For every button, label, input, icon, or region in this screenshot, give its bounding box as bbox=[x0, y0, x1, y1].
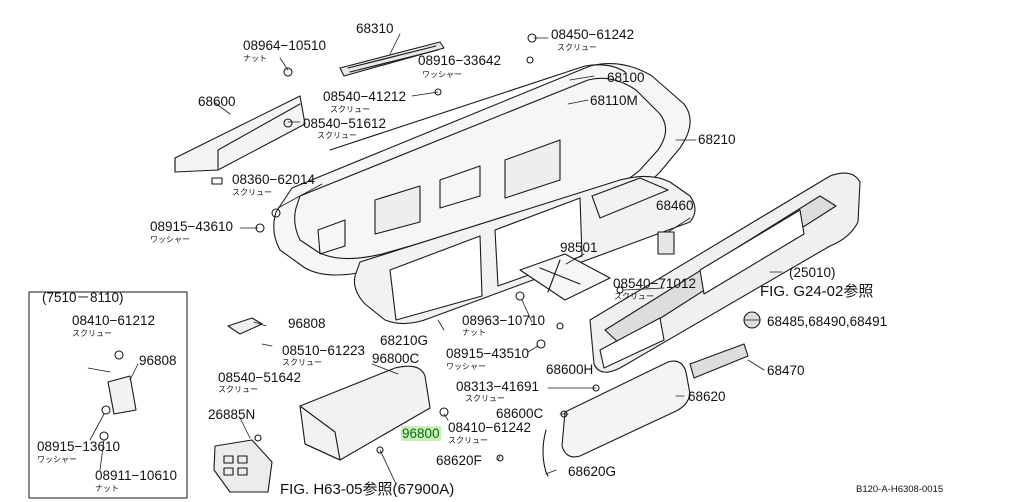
label-68210: 68210 bbox=[698, 132, 736, 147]
label-08410-sub: スクリュー bbox=[448, 436, 488, 445]
label-08313-41691: 08313−41691 bbox=[456, 379, 539, 394]
label-08915b-sub: ワッシャー bbox=[446, 362, 486, 371]
label-08963-10710: 08963−10710 bbox=[462, 313, 545, 328]
label-08450-sub: スクリュー bbox=[557, 43, 597, 52]
label-68460: 68460 bbox=[656, 198, 694, 213]
label-68100: 68100 bbox=[607, 70, 645, 85]
inset-label-96808: 96808 bbox=[139, 353, 177, 368]
inset-label-nut-sub: ナット bbox=[95, 484, 119, 493]
bracket-68600 bbox=[174, 95, 306, 185]
cluster-panel-25010 bbox=[589, 172, 861, 373]
label-08540c-sub: スクリュー bbox=[614, 292, 654, 301]
label-08510-61223: 08510−61223 bbox=[282, 343, 365, 358]
label-fig-g24-02: FIG. G24-02参照 bbox=[760, 283, 874, 300]
defroster-grille-68310 bbox=[339, 41, 445, 77]
inset-screw bbox=[114, 350, 124, 360]
label-08540d-sub: スクリュー bbox=[218, 385, 258, 394]
label-08916-33642: 08916−33642 bbox=[418, 53, 501, 68]
leader-lines bbox=[87, 33, 783, 485]
label-08360-sub: スクリュー bbox=[232, 188, 272, 197]
label-08915a-sub: ワッシャー bbox=[150, 235, 190, 244]
label-68600c: 68600C bbox=[496, 406, 544, 421]
label-08410-61242: 08410−61242 bbox=[448, 420, 531, 435]
label-68110m: 68110M bbox=[590, 93, 638, 108]
label-96800[interactable]: 96800 bbox=[401, 426, 441, 441]
label-96808: 96808 bbox=[288, 316, 326, 331]
inset-washer bbox=[101, 405, 111, 415]
label-08540a-sub: スクリュー bbox=[330, 105, 370, 114]
label-08313-sub: スクリュー bbox=[465, 394, 505, 403]
inset-label-08911-10610: 08911−10610 bbox=[95, 468, 177, 483]
label-08450-61242: 08450−61242 bbox=[551, 27, 634, 42]
ashtray-98501 bbox=[519, 253, 611, 301]
dash-shell-68210 bbox=[273, 63, 691, 276]
label-68485-68490-68491: 68485,68490,68491 bbox=[767, 314, 888, 329]
inset-label-08915-13610: 08915−13610 bbox=[37, 439, 120, 454]
label-68210g: 68210G bbox=[380, 333, 429, 348]
fasteners bbox=[254, 33, 624, 462]
label-08540b-sub: スクリュー bbox=[317, 131, 357, 140]
label-08915-43510: 08915−43510 bbox=[446, 346, 529, 361]
label-68600h: 68600H bbox=[546, 362, 594, 377]
label-68470: 68470 bbox=[767, 363, 805, 378]
bracket-96808 bbox=[227, 317, 263, 335]
label-08540-41212: 08540−41212 bbox=[323, 89, 406, 104]
drawing-code: B120-A-H6308-0015 bbox=[856, 484, 944, 495]
label-08540-51642: 08540−51642 bbox=[218, 370, 301, 385]
inset-range-label: (7510－8110) bbox=[42, 290, 124, 305]
clip-68460 bbox=[657, 231, 675, 255]
label-fig-h63-05: FIG. H63-05参照(67900A) bbox=[280, 481, 455, 498]
label-68620g: 68620G bbox=[568, 464, 617, 479]
trim-68470 bbox=[689, 343, 749, 379]
label-08964-10510: 08964−10510 bbox=[243, 38, 326, 53]
label-08540-71012: 08540−71012 bbox=[613, 276, 696, 291]
label-68620f: 68620F bbox=[436, 453, 482, 468]
label-08916-sub: ワッシャー bbox=[422, 70, 462, 79]
inset-label-screw-sub: スクリュー bbox=[72, 329, 112, 338]
label-68600: 68600 bbox=[198, 94, 236, 109]
label-96800c: 96800C bbox=[372, 351, 420, 366]
label-08360-62014: 08360−62014 bbox=[232, 172, 315, 187]
inset-bracket-96808 bbox=[107, 375, 137, 415]
inset-label-washer-sub: ワッシャー bbox=[37, 455, 77, 464]
label-25010: (25010) bbox=[789, 265, 836, 280]
highlighted-part-96800[interactable]: 96800 bbox=[401, 426, 441, 441]
label-08540-51612: 08540−51612 bbox=[303, 116, 386, 131]
label-08915-43610: 08915−43610 bbox=[150, 219, 233, 234]
label-68620: 68620 bbox=[688, 389, 726, 404]
glovebox-96800 bbox=[299, 365, 431, 461]
label-08510-sub: スクリュー bbox=[282, 358, 322, 367]
label-08964-sub: ナット bbox=[243, 54, 267, 63]
label-26885n: 26885N bbox=[208, 407, 256, 422]
label-08963-sub: ナット bbox=[462, 328, 486, 337]
switch-panel-26885n bbox=[213, 439, 273, 493]
inset-frame bbox=[28, 291, 188, 499]
label-68310: 68310 bbox=[356, 21, 394, 36]
inset-label-08410-61212: 08410−61212 bbox=[72, 313, 155, 328]
glovebox-door-68620 bbox=[542, 360, 691, 477]
label-98501: 98501 bbox=[560, 240, 598, 255]
